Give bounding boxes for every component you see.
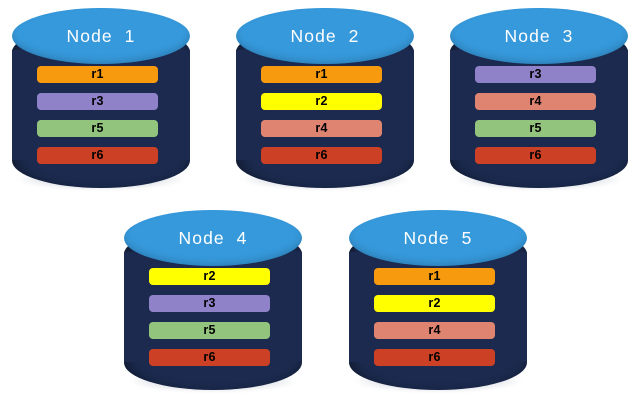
database-node-4[interactable]: Node 4 r2 r3 r5 r6 [124,210,302,392]
node-title: Node 4 [178,227,248,248]
record-label: r3 [91,94,104,109]
record-label: r6 [428,350,441,365]
record-bar-r2[interactable]: r2 [149,268,270,285]
record-bar-r1[interactable]: r1 [261,66,382,83]
record-bar-r6[interactable]: r6 [475,147,596,164]
cylinder-top-ellipse [12,8,190,64]
record-label: r4 [428,323,441,338]
record-bar-r3[interactable]: r3 [475,66,596,83]
record-bar-r3[interactable]: r3 [149,295,270,312]
database-node-5[interactable]: Node 5 r1 r2 r4 r6 [349,210,527,392]
record-bar-r6[interactable]: r6 [149,349,270,366]
record-list: r1 r2 r4 r6 [374,268,502,376]
node-title: Node 1 [66,25,136,46]
record-bar-r6[interactable]: r6 [37,147,158,164]
record-list: r3 r4 r5 r6 [475,66,603,174]
record-list: r1 r2 r4 r6 [261,66,389,174]
record-label: r2 [203,269,216,284]
record-label: r4 [529,94,542,109]
record-list: r2 r3 r5 r6 [149,268,277,376]
record-bar-r4[interactable]: r4 [374,322,495,339]
record-label: r5 [203,323,216,338]
database-node-2[interactable]: Node 2 r1 r2 r4 r6 [236,8,414,190]
cylinder-top-ellipse [349,210,527,266]
record-label: r6 [529,148,542,163]
record-bar-r6[interactable]: r6 [261,147,382,164]
record-label: r5 [529,121,542,136]
record-label: r6 [91,148,104,163]
cylinder-top-ellipse [124,210,302,266]
record-label: r3 [529,67,542,82]
record-label: r1 [315,67,328,82]
record-bar-r1[interactable]: r1 [37,66,158,83]
record-label: r1 [428,269,441,284]
node-title: Node 2 [290,25,360,46]
cylinder-top-ellipse [236,8,414,64]
record-label: r6 [203,350,216,365]
record-label: r1 [91,67,104,82]
record-label: r2 [428,296,441,311]
record-bar-r5[interactable]: r5 [475,120,596,137]
node-title: Node 5 [403,227,473,248]
record-bar-r2[interactable]: r2 [374,295,495,312]
node-title: Node 3 [504,25,574,46]
record-bar-r4[interactable]: r4 [475,93,596,110]
record-bar-r4[interactable]: r4 [261,120,382,137]
record-bar-r1[interactable]: r1 [374,268,495,285]
record-label: r3 [203,296,216,311]
record-label: r6 [315,148,328,163]
cylinder-top-ellipse [450,8,628,64]
record-bar-r5[interactable]: r5 [37,120,158,137]
database-node-1[interactable]: Node 1 r1 r3 r5 r6 [12,8,190,190]
record-bar-r2[interactable]: r2 [261,93,382,110]
record-label: r2 [315,94,328,109]
record-bar-r5[interactable]: r5 [149,322,270,339]
record-bar-r3[interactable]: r3 [37,93,158,110]
record-label: r5 [91,121,104,136]
database-node-3[interactable]: Node 3 r3 r4 r5 r6 [450,8,628,190]
record-list: r1 r3 r5 r6 [37,66,165,174]
record-label: r4 [315,121,328,136]
record-bar-r6[interactable]: r6 [374,349,495,366]
